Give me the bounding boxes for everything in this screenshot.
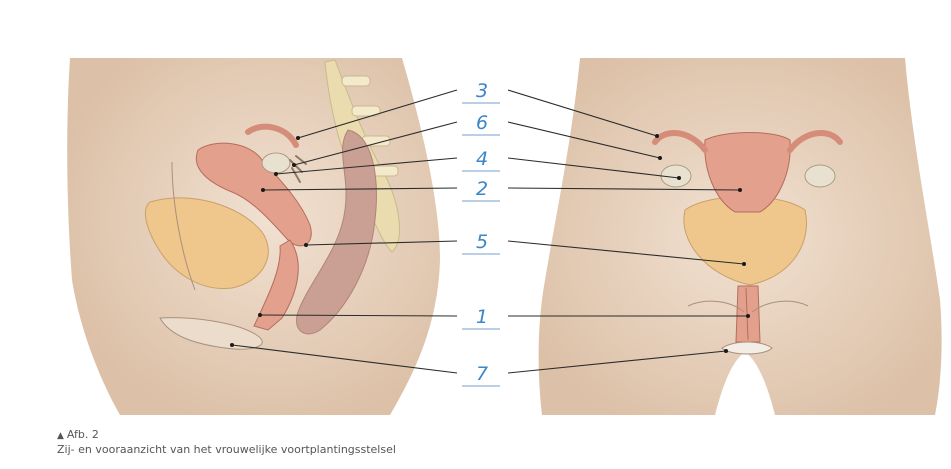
front-fallopian-tube-left [652, 129, 708, 153]
caption-text: Zij- en vooraanzicht van het vrouwelijke… [57, 443, 396, 456]
front-uterus [704, 132, 791, 213]
side-bladder [145, 197, 269, 289]
side-labia [159, 317, 263, 350]
label-1: 1 [476, 306, 488, 328]
label-3: 3 [476, 80, 488, 102]
front-fallopian-tube-right [787, 129, 843, 153]
label-2: 2 [476, 178, 488, 200]
figure-number-text: Afb. 2 [66, 428, 99, 441]
triangle-icon: ▲ [57, 431, 64, 441]
figure-number: ▲Afb. 2 [57, 428, 396, 443]
side-fallopian-tube [245, 123, 299, 148]
front-vulva [721, 341, 773, 355]
side-ovary [261, 152, 291, 174]
side-vagina [253, 239, 299, 331]
side-view [67, 58, 440, 415]
front-ovary-right [804, 164, 836, 188]
number-labels: 3 6 4 2 5 1 7 [462, 80, 500, 387]
label-4: 4 [476, 148, 488, 170]
side-rectum [296, 129, 377, 335]
side-uterus [195, 142, 312, 247]
front-view [538, 58, 942, 415]
label-6: 6 [476, 112, 488, 134]
label-7: 7 [476, 363, 488, 385]
leader-lines [231, 89, 748, 374]
figure-caption: ▲Afb. 2 Zij- en vooraanzicht van het vro… [57, 428, 396, 457]
leader-dots [230, 134, 750, 353]
label-5: 5 [476, 231, 488, 253]
